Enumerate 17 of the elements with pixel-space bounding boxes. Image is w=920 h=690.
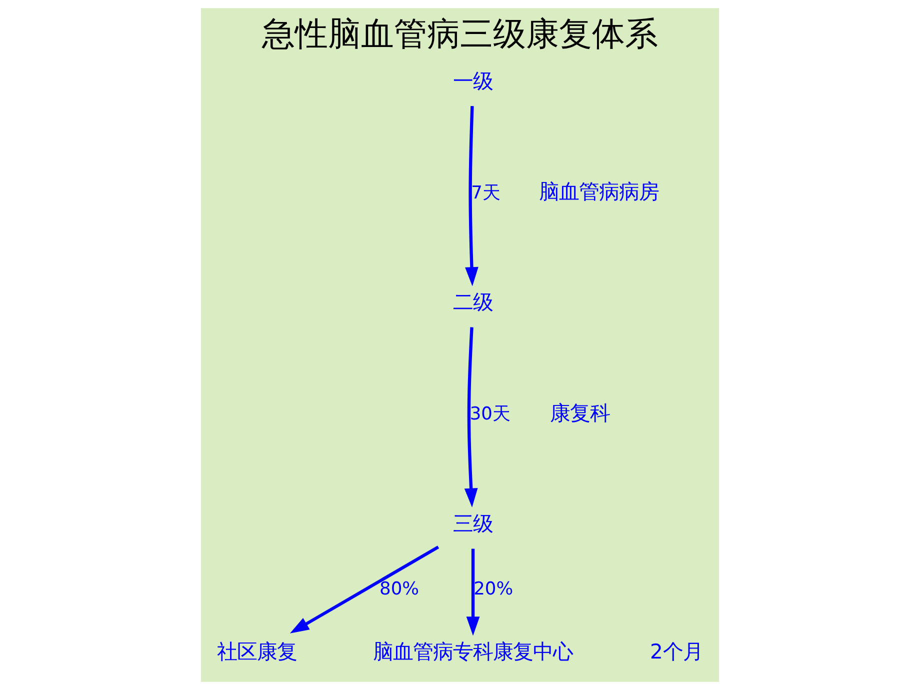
arrow bbox=[464, 327, 478, 508]
edge-label: 30天 bbox=[470, 404, 511, 425]
node-text: 社区康复 bbox=[216, 640, 297, 664]
node-text: 三级 bbox=[453, 511, 494, 536]
label: 康复科 bbox=[550, 400, 610, 425]
node-text: 脑血管病专科康复中心 bbox=[373, 640, 574, 664]
node-text: 一级 bbox=[453, 68, 494, 93]
edge-label: 7天 bbox=[471, 182, 500, 204]
edge-label: 20% bbox=[474, 578, 514, 600]
label: 脑血管病病房 bbox=[538, 180, 659, 204]
label: 2个月 bbox=[650, 640, 703, 664]
arrow bbox=[290, 546, 440, 634]
diagram-title: 急性脑血管病三级康复体系 bbox=[262, 14, 658, 53]
arrow bbox=[465, 106, 478, 286]
arrow bbox=[466, 548, 480, 636]
node-text: 二级 bbox=[453, 290, 494, 314]
edge-label: 80% bbox=[380, 578, 420, 600]
